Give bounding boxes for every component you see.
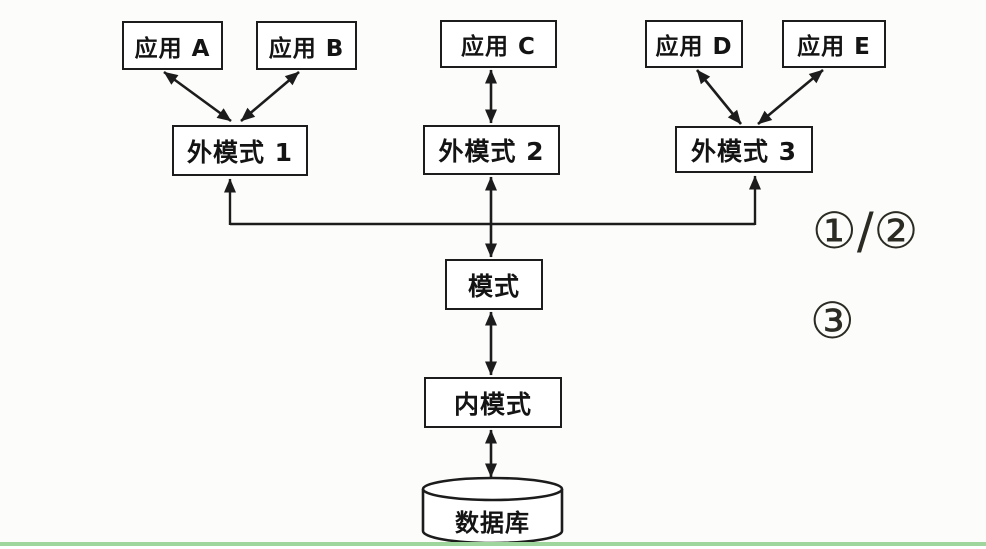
app-b-box: 应用 B (256, 21, 357, 70)
app-c-box: 应用 C (440, 20, 557, 68)
external-schema-3-box: 外模式 3 (675, 126, 813, 173)
app-e-box: 应用 E (782, 20, 886, 68)
annotation-mapping-3: ③ (810, 292, 855, 350)
arrow-app-d-to-external-schema-3 (695, 69, 743, 125)
arrow-app-a-to-external-schema-1 (163, 70, 232, 123)
annotation-mapping-1-2: ①/② (812, 202, 919, 260)
app-a-box: 应用 A (122, 21, 223, 70)
bottom-white-strip (0, 546, 986, 549)
external-schema-2-box: 外模式 2 (423, 125, 560, 175)
bottom-green-bar (0, 542, 986, 546)
database-label: 数据库 (455, 509, 530, 537)
database-cylinder-top (421, 476, 564, 502)
app-d-box: 应用 D (645, 20, 743, 68)
arrow-app-e-to-external-schema-3 (757, 69, 824, 125)
external-schema-1-box: 外模式 1 (172, 125, 308, 176)
arrow-app-b-to-external-schema-1 (240, 71, 300, 122)
conceptual-schema-box: 模式 (445, 259, 543, 310)
internal-schema-box: 内模式 (424, 377, 562, 428)
